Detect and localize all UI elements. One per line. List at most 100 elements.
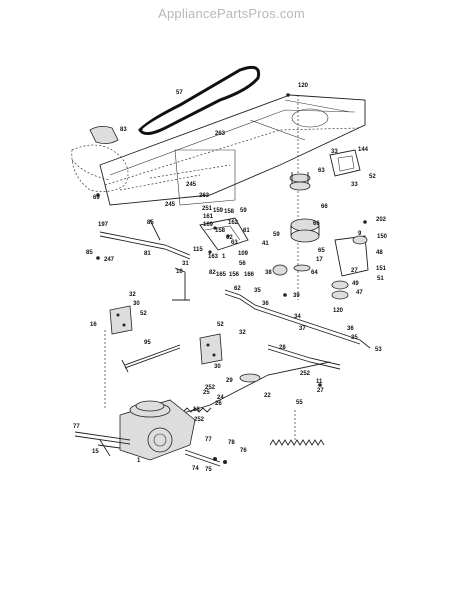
part-callout: 163 [208,254,219,260]
part-callout: 75 [205,467,212,473]
part-callout: 26 [215,401,222,407]
pulley-assembly [272,95,320,300]
part-callout: 52 [140,311,147,317]
part-callout: 66 [321,204,328,210]
part-callout: 120 [333,308,344,314]
part-callout: 39 [293,293,300,299]
part-callout: 9 [358,231,362,237]
part-callout: 77 [73,424,80,430]
part-callout: 30 [133,301,140,307]
part-callout: 252 [300,371,311,377]
transaxle [74,399,227,467]
part-callout: 33 [351,182,358,188]
linkage-assembly [99,217,249,301]
part-callout: 263 [199,193,210,199]
drive-belt [138,65,261,135]
idler-bracket [329,149,369,300]
part-callout: 59 [240,208,247,214]
part-callout: 38 [265,270,272,276]
part-callout: 16 [90,322,97,328]
part-callout: 15 [92,449,99,455]
hood-outline [71,144,129,192]
part-callout: 65 [318,248,325,254]
part-callout: 35 [351,335,358,341]
part-callout: 34 [294,314,301,320]
part-callout: 252 [194,417,205,423]
part-callout: 245 [186,182,197,188]
part-callout: 41 [262,241,269,247]
part-callout: 85 [86,250,93,256]
part-callout: 159 [213,208,224,214]
part-callout: 251 [202,206,213,212]
part-callout: 11 [316,379,323,385]
part-callout: 28 [279,345,286,351]
part-callout: 63 [318,168,325,174]
part-callout: 62 [234,286,241,292]
mounting-bracket [104,305,223,410]
part-callout: 158 [215,228,226,234]
part-callout: 49 [352,281,359,287]
part-callout: 158 [224,209,235,215]
part-callout: 169 [203,222,214,228]
part-callout: 33 [331,149,338,155]
part-callout: 52 [369,174,376,180]
watermark-text: AppliancePartsPros.com [158,6,305,21]
hardware-markers [96,93,367,387]
part-callout: 27 [317,388,324,394]
part-callout: 150 [377,234,388,240]
part-callout: 69 [93,195,100,201]
part-callout: 57 [176,90,183,96]
part-callout: 51 [377,276,384,282]
part-callout: 1 [137,458,141,464]
part-callout: 66 [313,221,320,227]
part-callout: 56 [239,261,246,267]
part-callout: 37 [299,326,306,332]
part-callout: 17 [316,257,323,263]
part-callout: 83 [120,127,127,133]
part-callout: 151 [376,266,387,272]
part-callout: 120 [298,83,309,89]
part-callout: 48 [376,250,383,256]
part-callout: 115 [193,247,203,253]
part-callout: 78 [228,440,235,446]
bracket-part [89,126,119,144]
part-callout: 156 [229,272,240,278]
part-callout: 35 [254,288,261,294]
part-callout: 82 [209,270,216,276]
part-callout: 63 [231,240,238,246]
part-callout: 202 [376,217,387,223]
part-callout: 85 [147,220,154,226]
brake-spring [182,407,212,413]
part-callout: 144 [358,147,369,153]
part-callout: 74 [192,466,199,472]
part-callout: 52 [217,322,224,328]
part-callout: 197 [98,222,109,228]
part-callout: 252 [205,385,216,391]
part-callout: 22 [264,393,271,399]
part-callout: 10 [176,269,183,275]
part-callout: 53 [375,347,382,353]
part-callout: 24 [217,395,224,401]
part-callout: 166 [244,272,255,278]
part-callout: 32 [129,292,136,298]
spring [269,410,325,446]
part-callout: 161 [203,214,214,220]
part-callout: 31 [182,261,189,267]
part-callout: 165 [216,272,227,278]
part-callout: 247 [104,257,115,263]
part-callout: 109 [238,251,249,257]
part-callout: 55 [296,400,303,406]
part-callout: 36 [347,326,354,332]
part-callout: 61 [243,228,250,234]
part-callout: 81 [144,251,151,257]
part-callout: 77 [205,437,212,443]
part-callout: 245 [165,202,176,208]
part-callout: 32 [239,330,246,336]
part-callout: 36 [262,301,269,307]
part-callout: 263 [215,131,226,137]
part-callout: 47 [356,290,363,296]
part-callout: 76 [240,448,247,454]
chassis-frame [99,94,366,206]
part-callout: 95 [144,340,151,346]
